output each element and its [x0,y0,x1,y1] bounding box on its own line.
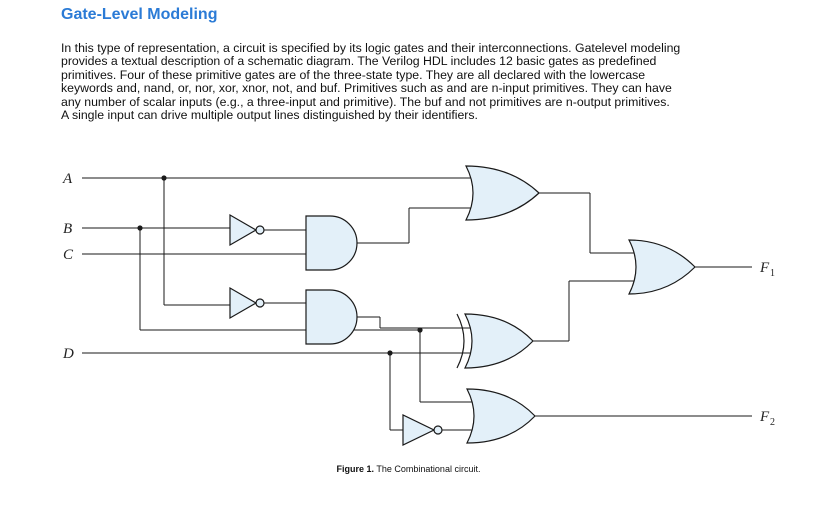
junction-dot [387,350,393,356]
intro-paragraph: In this type of representation, a circui… [61,41,761,123]
svg-text:2: 2 [770,417,775,428]
paragraph-line: keywords and, nand, or, nor, xor, xnor, … [61,81,672,96]
output-label-f2: F 2 [759,409,775,428]
not-gate-3 [402,414,443,446]
or-gate-1 [465,165,540,221]
paragraph-line: any number of scalar inputs (e.g., a thr… [61,94,670,109]
not-gate-2 [229,286,265,320]
not-gate-1 [229,213,265,247]
wires [82,177,752,431]
svg-text:1: 1 [770,268,775,279]
input-label-a: A [62,171,73,187]
or-gate-output-f1 [628,239,696,295]
input-label-c: C [63,247,74,263]
and-gate-2 [305,289,358,345]
paragraph-line: A single input can drive multiple output… [61,108,478,123]
svg-text:F: F [759,260,770,276]
paragraph-line: In this type of representation, a circui… [61,41,681,55]
svg-text:F: F [759,409,770,425]
output-label-f1: F 1 [759,260,775,279]
and-gate-1 [305,215,358,271]
input-label-b: B [63,221,72,237]
caption-text: The Combinational circuit. [374,464,481,474]
junction-dot [417,327,423,333]
caption-label: Figure 1. [336,464,375,474]
page-title: Gate-Level Modeling [61,6,218,23]
paragraph-line: provides a textual description of a sche… [61,54,657,69]
input-label-d: D [62,346,74,362]
junction-dot [161,175,167,181]
or-gate-2 [466,388,536,444]
xor-gate [456,313,534,369]
junction-dot [137,225,143,231]
figure-caption: Figure 1. The Combinational circuit. [0,464,817,474]
paragraph-line: primitives. Four of these primitive gate… [61,67,646,82]
